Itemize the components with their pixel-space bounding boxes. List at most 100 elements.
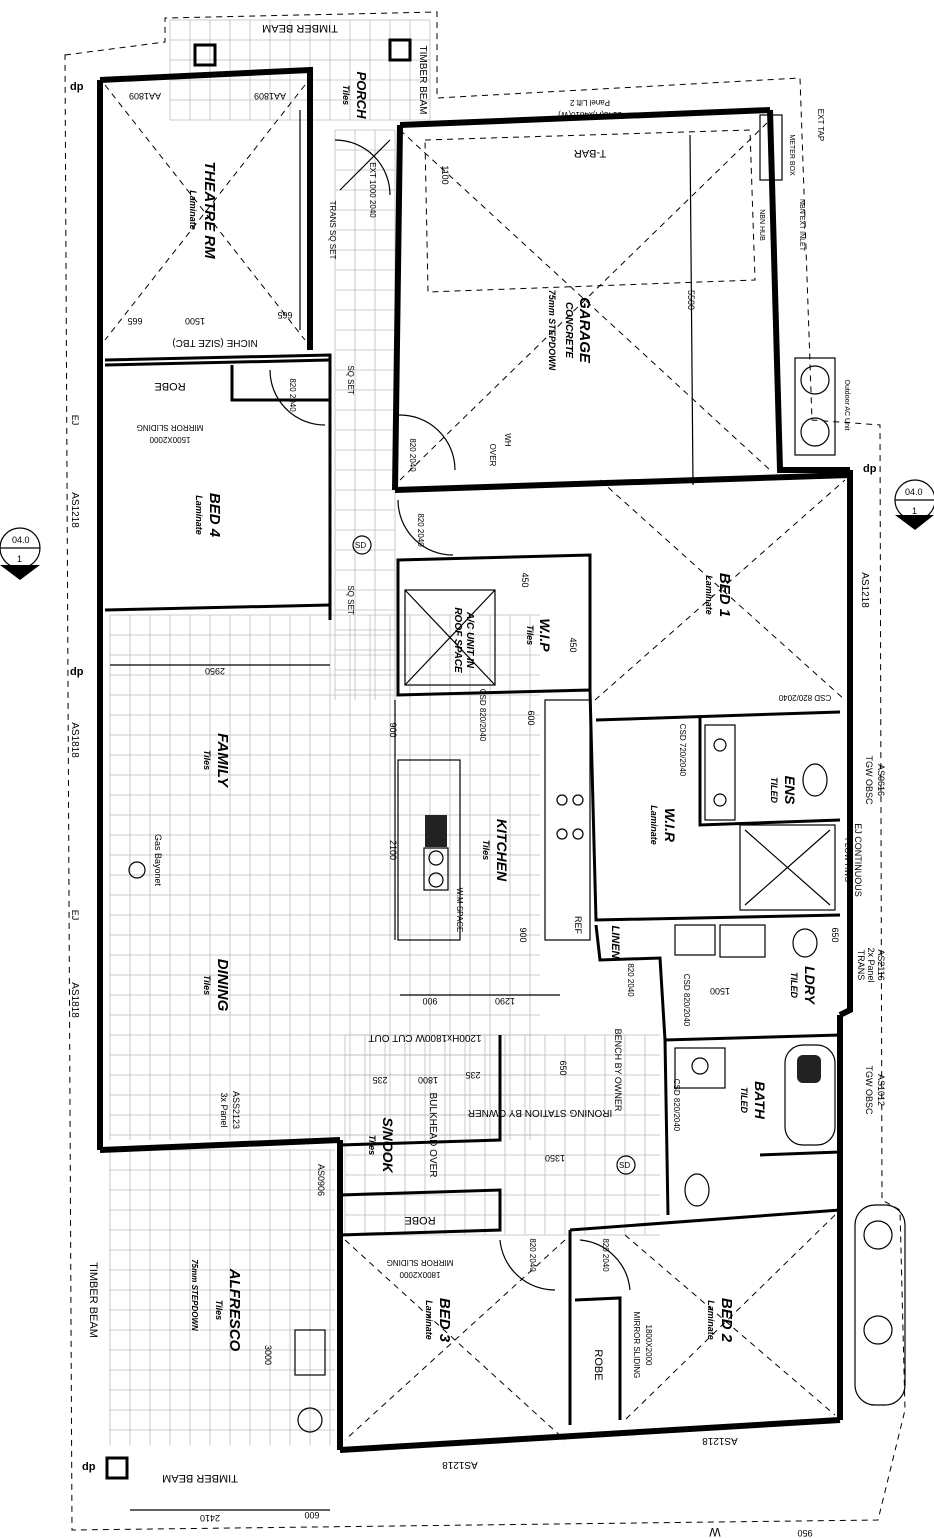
wir-name: W.I.R [662, 808, 678, 843]
bath-name: BATH [752, 1081, 768, 1120]
bed-diagonals [344, 1214, 836, 1441]
ens-name: ENS [782, 776, 798, 805]
dim-1800: 1800 [418, 1075, 438, 1085]
wir-floor: Laminate [649, 805, 659, 845]
alfresco-name: ALFRESCO [226, 1268, 243, 1352]
tgw-obsc-b: TGW OBSC [864, 1066, 874, 1115]
sq-set-b: SQ SET [346, 585, 355, 614]
doors [269, 139, 631, 1291]
bed3-floor: Laminate [424, 1300, 434, 1340]
as1818-left-a: AS1818 [69, 722, 80, 758]
nbn-hub-label: NBN HUB [758, 209, 765, 241]
wip-floor: Tiles [525, 625, 535, 645]
bed4-robe: ROBE [154, 380, 185, 392]
wip-name: W.I.P [537, 618, 553, 652]
bed2-name: BED 2 [718, 1298, 735, 1343]
section-num-left: 1 [17, 554, 22, 564]
trans-right: TRANS [856, 950, 866, 981]
tgw-obsc-a: TGW OBSC [864, 756, 874, 805]
wm-space-label: W.M SPACE [455, 888, 464, 933]
door-bed4: 820 2040 [288, 378, 297, 412]
as1218-left: AS1218 [69, 492, 80, 528]
nbn-label: NBN EXT INLET [798, 199, 805, 252]
post-markers [105, 38, 783, 1480]
dim-1500-b: 1500 [710, 986, 730, 996]
csd-kitchen: CSD 820/2040 [478, 689, 487, 742]
dim-2950: 2950 [205, 666, 225, 676]
dim-600: 600 [526, 710, 536, 725]
snook-name: S/NOOK [380, 1117, 396, 1173]
bed2-floor: Laminate [706, 1300, 716, 1340]
csd-bath: CSD 820/2040 [672, 1079, 681, 1132]
as1218-bottom-a: AS1218 [442, 1459, 478, 1470]
sd-b: SD [619, 1161, 630, 1170]
dim-900-b: 900 [388, 722, 398, 737]
bed3-robe-door: 1800X2000 [399, 1270, 440, 1279]
as1218-right: AS1218 [859, 572, 870, 608]
ironing-station: IRONING STATION BY OWNER [468, 1107, 612, 1118]
kitchen-fixtures [397, 589, 591, 941]
tile-grid [109, 19, 660, 1445]
three-panel: 3x Panel [219, 1092, 229, 1127]
kitchen-name: KITCHEN [494, 819, 510, 882]
ldry-floor: TILED [789, 972, 799, 998]
dp-c: dp [863, 463, 877, 475]
bed2-robe: ROBE [592, 1349, 604, 1380]
dim-2410: 2410 [200, 1513, 220, 1523]
door-bed3: 820 2040 [528, 1238, 537, 1272]
annotations: TIMBER BEAM TIMBER BEAM TIMBER BEAM TIMB… [12, 22, 923, 1538]
dim-235-a: 235 [372, 1075, 387, 1085]
garage-floor: CONCRETE [563, 302, 574, 358]
room-labels: THEATRE RM Laminate PORCH Tiles GARAGE C… [188, 72, 818, 1352]
bed4-floor: Laminate [194, 495, 204, 535]
ej-left-a: EJ [70, 415, 80, 426]
as1012-right: AS1012 [876, 1074, 886, 1106]
linen-name: LINEN [609, 926, 621, 960]
ej-left-b: EJ [70, 910, 80, 921]
dim-950: 950 [797, 1528, 812, 1538]
sd-a: SD [355, 541, 366, 550]
garage-detail [399, 119, 771, 486]
family-floor: Tiles [202, 750, 212, 770]
timber-beam-bottom: TIMBER BEAM [162, 1472, 238, 1484]
section-num-right: 1 [912, 506, 917, 516]
as1809-b: AA1809 [254, 91, 286, 101]
dim-650-b: 650 [830, 927, 840, 942]
ens-floor: TILED [769, 777, 779, 803]
bulkhead-label: BULKHEAD OVER [427, 1092, 438, 1177]
wip-note1: A/C UNIT IN [464, 611, 475, 669]
bed1-diagonals [594, 479, 846, 701]
dp-d: dp [82, 1461, 96, 1473]
niche-label: NICHE (SIZE TBC) [172, 337, 257, 348]
ext-door-label: EXT 1000 2040 [368, 162, 377, 218]
dim-665-b: 665 [277, 310, 292, 320]
trans-label: TRANS SQ SET [328, 201, 337, 260]
timber-beam-right-top: TIMBER BEAM [417, 46, 428, 115]
bed4-name: BED 4 [206, 493, 223, 538]
ref-label: REF [573, 916, 583, 935]
as1809-a: AA1809 [129, 91, 161, 101]
dim-5500: 5500 [686, 290, 696, 310]
ej-continuous: EJ CONTINUOUS [853, 823, 863, 897]
ldry-name: LDRY [802, 966, 818, 1006]
sq-set-a: SQ SET [346, 365, 355, 394]
internal-walls [104, 353, 841, 1425]
dim-2100: 2100 [388, 840, 398, 860]
timber-beam-top: TIMBER BEAM [262, 22, 338, 34]
bench-by-owner: BENCH BY OWNER [613, 1029, 623, 1112]
dim-3000: 3000 [263, 1345, 273, 1365]
dim-1350: 1350 [545, 1153, 565, 1163]
bed4-robe-door: 1500X2000 [149, 435, 190, 444]
theatre-name: THEATRE RM [201, 161, 218, 259]
ext-tap-label: EXT TAP [816, 109, 825, 141]
dim-1100: 1100 [440, 165, 450, 184]
wh-label: WH [503, 433, 512, 447]
porch-floor: Tiles [341, 85, 351, 105]
as1818-left-b: AS1818 [69, 982, 80, 1018]
dim-900-a: 900 [422, 996, 437, 1006]
section-marker-right [894, 479, 934, 530]
bed3-name: BED 3 [436, 1298, 453, 1343]
dim-450-b: 450 [568, 637, 578, 652]
section-ref-right: 04.0 [905, 487, 923, 497]
